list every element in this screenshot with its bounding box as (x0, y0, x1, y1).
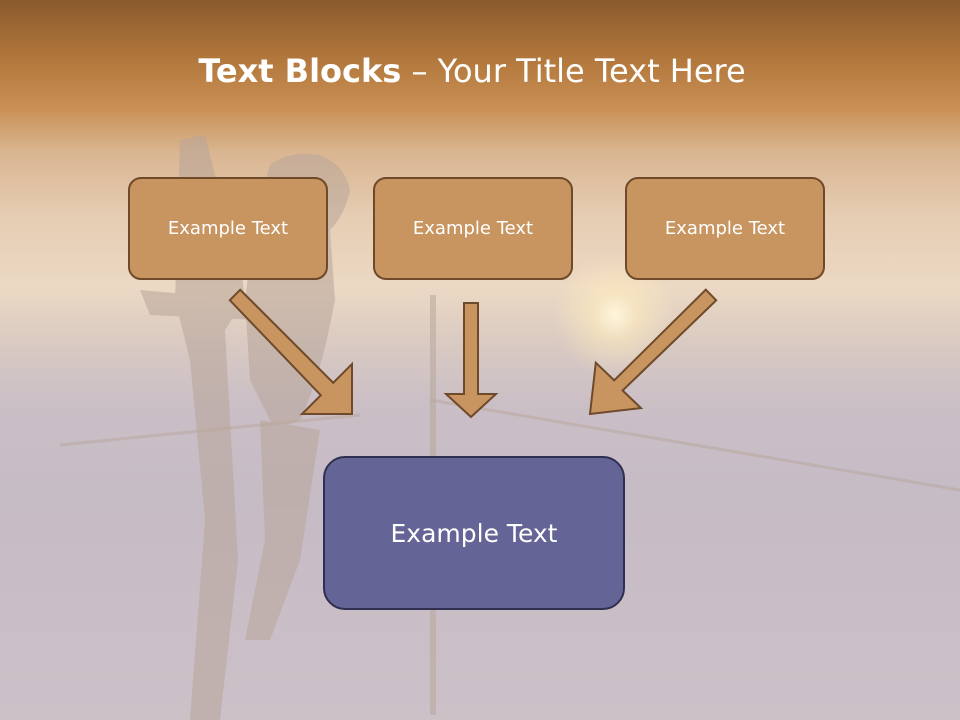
main-box[interactable]: Example Text (323, 456, 625, 610)
slide-title: Text Blocks – Your Title Text Here (0, 52, 944, 90)
arrow-left (228, 288, 353, 415)
title-bold: Text Blocks (198, 52, 402, 90)
arrow-center (443, 302, 499, 419)
top-box-2[interactable]: Example Text (373, 177, 573, 280)
title-rest: Your Title Text Here (437, 52, 746, 90)
arrow-right (588, 288, 718, 416)
title-separator: – (401, 52, 438, 90)
top-box-3[interactable]: Example Text (625, 177, 825, 280)
top-box-1[interactable]: Example Text (128, 177, 328, 280)
